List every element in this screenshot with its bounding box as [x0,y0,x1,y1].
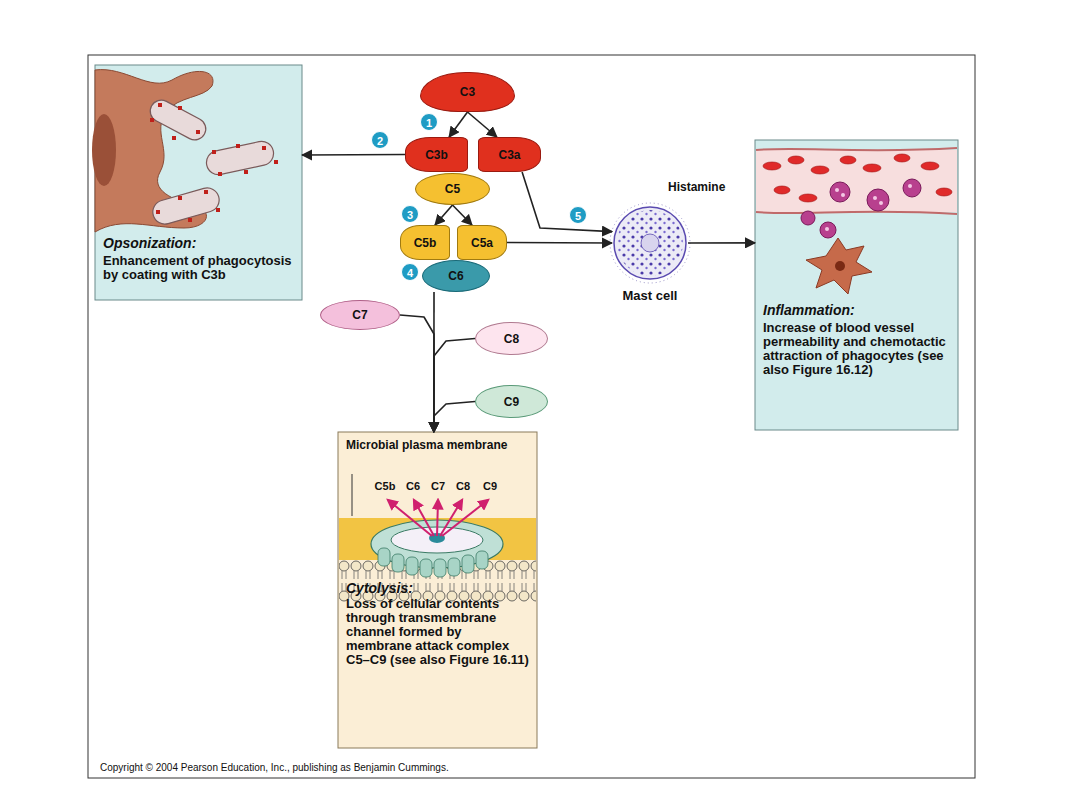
node-label: C7 [352,308,367,322]
panel-body: Loss of cellular contents through transm… [338,597,537,667]
complement-protein: C5 [415,173,490,205]
node-label: C6 [448,269,463,283]
complement-protein: C7 [320,300,400,330]
arrow-connector [434,402,475,433]
arrow-connector [453,205,473,225]
complement-fragment: C5a [457,225,507,260]
panel-heading: Opsonization: [95,235,302,252]
arrow-connector [449,112,467,137]
node-label: C8 [504,332,519,346]
opsonization-panel: Opsonization: Enhancement of phagocytosis… [95,65,302,300]
arrow-connector [507,242,612,244]
panel-heading: Inflammation: [755,302,958,319]
callout-number: 1 [420,113,438,131]
panel-heading: Cytolysis: [338,580,537,597]
complement-protein: C3 [420,72,515,112]
histamine-label: Histamine [668,180,725,194]
complement-fragment: C3a [478,137,541,172]
protein-label: C6 [406,480,420,492]
node-label: C9 [504,395,519,409]
arrow-connector [400,315,434,432]
callout-number: 4 [401,263,419,281]
protein-label: C9 [483,480,497,492]
panel-caption: Microbial plasma membrane [338,438,537,452]
callout-number: 5 [569,206,587,224]
node-label: Mast cell [590,288,710,303]
inflammation-panel: Inflammation: Increase of blood vessel pe… [755,140,958,430]
mast-cell: Mast cell [612,205,688,281]
protein-label: C7 [431,480,445,492]
callout-number: 2 [371,131,389,149]
node-label: C5 [445,182,460,196]
protein-label: C8 [456,480,470,492]
arrow-connector [434,339,475,433]
node-label: C3 [460,85,475,99]
arrow-connector [435,205,453,225]
arrow-connector [688,242,755,244]
arrow-connector [468,112,497,137]
callout-number: 3 [401,205,419,223]
node-label: C3b [425,148,448,162]
complement-fragment: C3b [405,137,468,172]
complement-protein: C6 [422,260,490,292]
panel-body: Enhancement of phagocytosis by coating w… [95,254,302,282]
panel-body: Increase of blood vessel permeability an… [755,321,958,377]
complement-protein: C8 [475,322,548,355]
complement-protein: C9 [475,385,548,418]
complement-fragment: C5b [400,225,450,260]
cytolysis-panel: Microbial plasma membraneCytolysis:Loss … [338,432,537,748]
node-label: C3a [498,148,520,162]
arrow-connector [302,154,405,156]
node-label: C5a [471,236,493,250]
node-label: C5b [414,236,437,250]
copyright-note: Copyright © 2004 Pearson Education, Inc.… [100,762,449,773]
protein-label: C5b [375,480,396,492]
arrow-connector [522,172,612,232]
